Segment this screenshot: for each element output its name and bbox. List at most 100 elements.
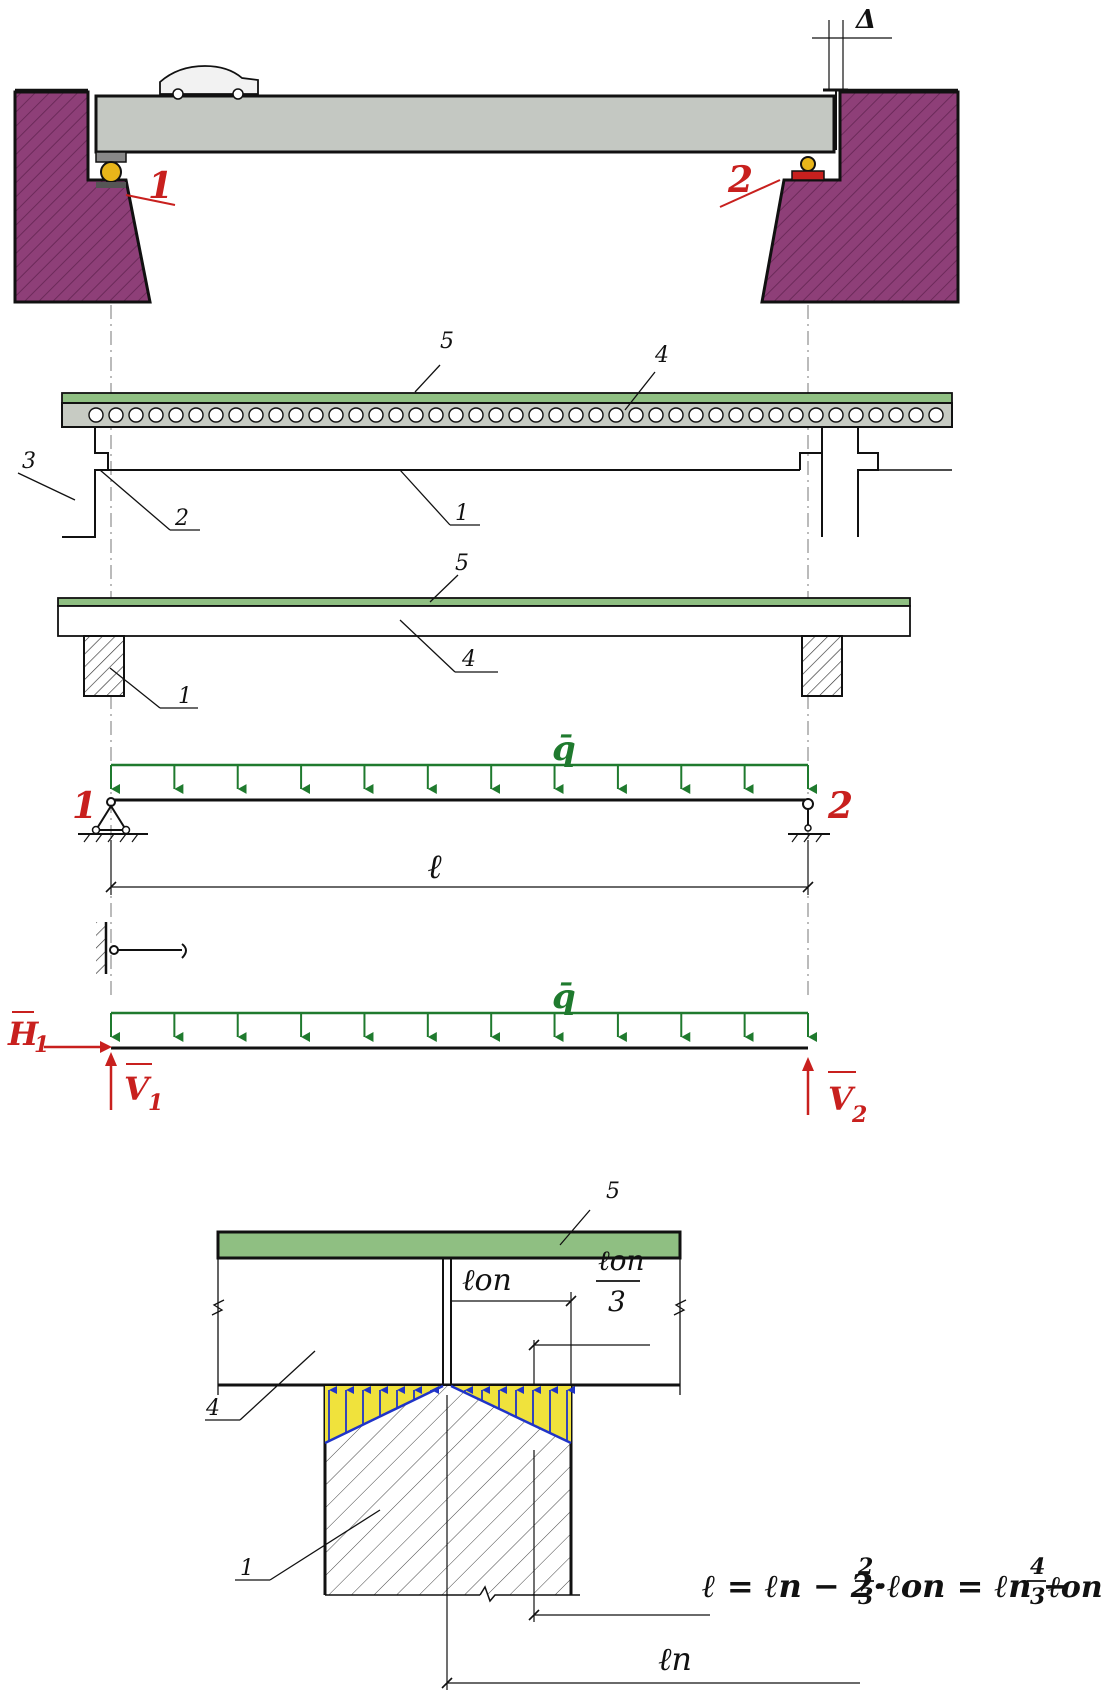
leader-sec-1 (109, 667, 161, 709)
roller-support-icon (788, 798, 830, 843)
slab-void (668, 407, 684, 423)
reaction-v1-sub: 1 (148, 1090, 163, 1116)
support-label-1: 1 (148, 165, 173, 207)
left-abutment (13, 90, 152, 304)
reaction-v2-head (802, 1057, 814, 1071)
callout-leader-1 (125, 194, 176, 206)
callout-det-1: 1 (240, 1556, 254, 1581)
slab-void (148, 407, 164, 423)
formula-frac1-num: 2 (857, 1554, 873, 1580)
longitudinal-section: 5 4 1 (57, 551, 911, 709)
slab-void (908, 407, 924, 423)
label-l-n: ℓп (658, 1640, 692, 1678)
callout-det-5: 5 (606, 1179, 620, 1204)
section-road-layer (57, 597, 911, 607)
hollow-core-elevation: 5 4 1 2 3 (17, 329, 953, 538)
slab-void (728, 407, 744, 423)
formula-frac2-num: 4 (1030, 1554, 1045, 1580)
slab-void (448, 407, 464, 423)
formula-lhs: ℓ = ℓп − 2· (702, 1567, 884, 1605)
break-mark-left (211, 1299, 225, 1316)
leader-det-4 (239, 1350, 316, 1421)
slab-void (568, 407, 584, 423)
reaction-v2-letter: V (828, 1080, 856, 1118)
leader-det-1 (269, 1509, 381, 1581)
slab-void (128, 407, 144, 423)
pressure-edge-left (324, 1384, 444, 1445)
span-formula: ℓ = ℓп − 2· 2 3 ·ℓоп = ℓп − 4 3 ℓоп (702, 1554, 1103, 1610)
slab-void (708, 407, 724, 423)
slab-void (428, 407, 444, 423)
slab-void (628, 407, 644, 423)
formula-frac1-den: 3 (858, 1584, 873, 1610)
slab-void (328, 407, 344, 423)
leader-sec-4 (399, 619, 456, 673)
reaction-h1-head (100, 1041, 112, 1053)
support-base-right (479, 1585, 580, 1603)
slab-void (648, 407, 664, 423)
slab-void (348, 407, 364, 423)
reaction-h1-letter: H (7, 1015, 40, 1053)
reaction-v2-sub: 2 (851, 1102, 867, 1128)
delta-label: Δ (854, 5, 876, 35)
label-l-op: ℓоп (462, 1263, 512, 1298)
slab-void (788, 407, 804, 423)
slab-void (248, 407, 264, 423)
right-fixed-bearing (800, 156, 816, 172)
callout-sec-4: 4 (461, 647, 476, 672)
left-column (62, 426, 109, 538)
wall-hinge-icon (96, 922, 187, 974)
slab-void (888, 407, 904, 423)
callout-plan-3: 3 (22, 449, 36, 474)
road-surface-layer (61, 392, 953, 404)
beam-support-label-1: 1 (72, 785, 97, 827)
slab-void (808, 407, 824, 423)
left-roller-bearing (100, 161, 122, 183)
slab-void (528, 407, 544, 423)
section-slab (57, 605, 911, 637)
callout-plan-2: 2 (174, 506, 189, 531)
callout-plan-4: 4 (654, 343, 669, 368)
callout-leader-2 (719, 179, 781, 208)
slab-void (188, 407, 204, 423)
slab-void (88, 407, 104, 423)
fbd-load-arrows (110, 1013, 817, 1042)
car-icon (159, 65, 259, 100)
slab-void (388, 407, 404, 423)
slab-void (288, 407, 304, 423)
reaction-v1-letter: V (124, 1070, 152, 1108)
slab-void (748, 407, 764, 423)
right-bearing-base (791, 170, 825, 181)
slab-void (308, 407, 324, 423)
leader-sec-5 (429, 574, 459, 603)
simply-supported-beam: q̄ 1 2 ℓ (72, 729, 853, 895)
slab-void (468, 407, 484, 423)
formula-end: ℓоп (1048, 1570, 1103, 1605)
section-right-support (801, 635, 843, 697)
slab-void (828, 407, 844, 423)
bridge-span-slab (94, 94, 836, 154)
right-abutment (760, 90, 960, 304)
bearing-detail: ℓоп ℓоп 3 ℓп 5 4 1 (205, 1179, 860, 1690)
leader-plan-2 (99, 469, 171, 531)
slab-void (168, 407, 184, 423)
free-body-diagram: q̄ H 1 V 1 V 2 (7, 922, 867, 1128)
pinned-support-icon (78, 797, 148, 843)
slab-void (228, 407, 244, 423)
slab-void (688, 407, 704, 423)
beam-support-label-2: 2 (827, 785, 853, 827)
slab-void (368, 407, 384, 423)
right-column (799, 427, 879, 537)
slab-void (868, 407, 884, 423)
slab-void (108, 407, 124, 423)
load-arrows (110, 765, 817, 794)
leader-det-5 (559, 1209, 591, 1246)
slab-void (768, 407, 784, 423)
section-left-support (83, 635, 125, 697)
leader-plan-4 (624, 371, 656, 411)
slab-void (548, 407, 564, 423)
label-l-op-3-den: 3 (608, 1285, 626, 1318)
fbd-load-label-q: q̄ (552, 977, 576, 1017)
formula-frac2-den: 3 (1030, 1584, 1045, 1610)
